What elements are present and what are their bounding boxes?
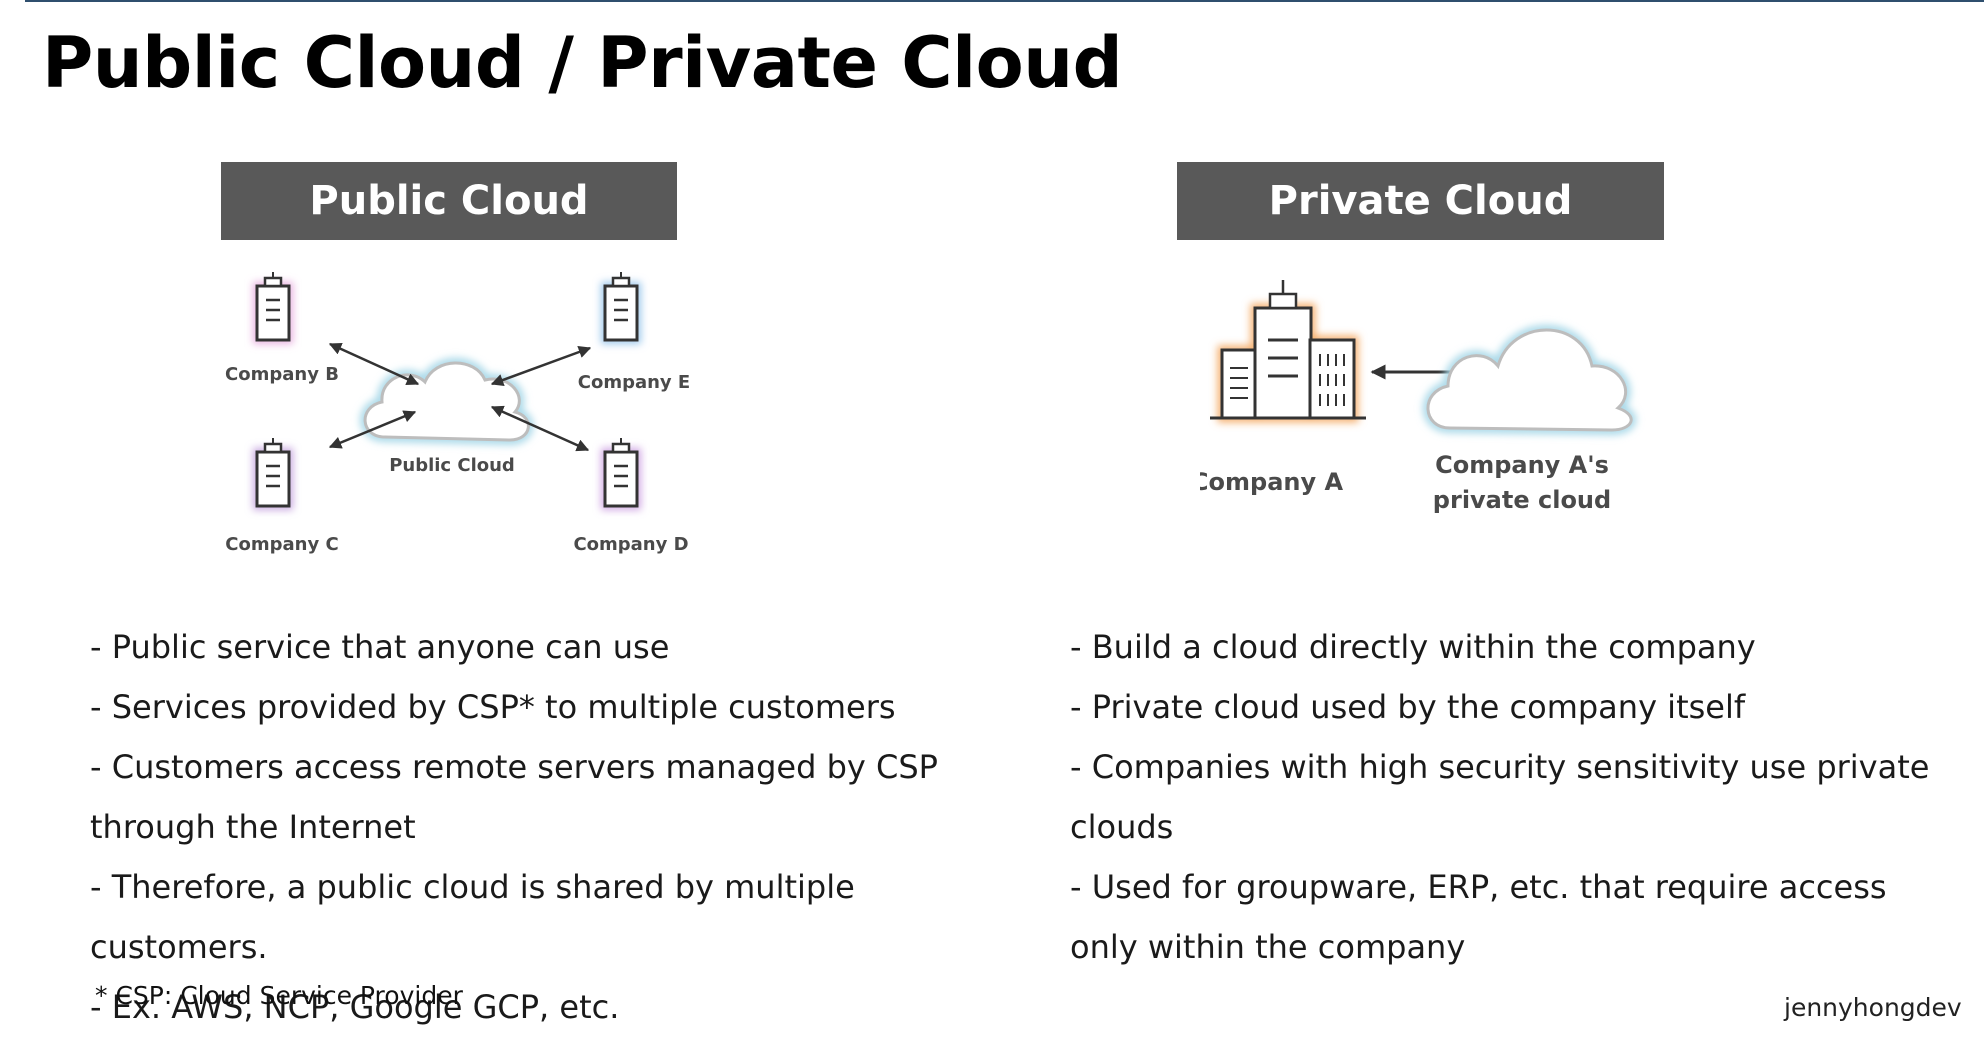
private-bullet-1: - Build a cloud directly within the comp… — [1070, 628, 1756, 666]
author-credit: jennyhongdev — [1784, 993, 1962, 1022]
private-cloud-icon — [1423, 325, 1637, 436]
top-rule — [25, 0, 1984, 2]
page-title: Public Cloud / Private Cloud — [42, 22, 1123, 104]
company-c-label: Company C — [225, 534, 338, 555]
building-icon-company-d — [601, 438, 641, 510]
public-cloud-diagram: Company B Company E Public Cloud Company… — [225, 272, 690, 555]
buildings-icon-company-a — [1210, 280, 1366, 423]
public-cloud-header: Public Cloud — [221, 162, 677, 240]
private-cloud-header: Private Cloud — [1177, 162, 1664, 240]
public-cloud-bullets: - Public service that anyone can use - S… — [90, 617, 1035, 1037]
company-b-label: Company B — [225, 364, 339, 385]
public-bullet-5: - Ex. AWS, NCP, Google GCP, etc. — [90, 988, 620, 1026]
public-bullet-1: - Public service that anyone can use — [90, 628, 670, 666]
private-bullet-4: - Used for groupware, ERP, etc. that req… — [1070, 868, 1887, 966]
public-bullet-2: - Services provided by CSP* to multiple … — [90, 688, 896, 726]
company-a-label: Company A — [1200, 468, 1343, 496]
public-cloud-label: Public Cloud — [389, 455, 515, 476]
public-bullet-4: - Therefore, a public cloud is shared by… — [90, 868, 855, 966]
public-cloud-icon — [360, 358, 534, 446]
building-icon-company-e — [601, 272, 641, 344]
private-cloud-label-line2: private cloud — [1433, 486, 1611, 514]
private-cloud-label-line1: Company A's — [1435, 451, 1609, 479]
csp-footnote: * CSP: Cloud Service Provider — [95, 981, 463, 1010]
private-bullet-3: - Companies with high security sensitivi… — [1070, 748, 1930, 846]
private-cloud-bullets: - Build a cloud directly within the comp… — [1070, 617, 1950, 977]
building-icon-company-b — [253, 272, 293, 344]
building-icon-company-c — [253, 438, 293, 510]
private-bullet-2: - Private cloud used by the company itse… — [1070, 688, 1746, 726]
public-bullet-3: - Customers access remote servers manage… — [90, 748, 938, 846]
company-d-label: Company D — [573, 534, 688, 555]
company-e-label: Company E — [578, 372, 690, 393]
private-cloud-diagram: Company A Company A's private cloud — [1200, 280, 1637, 514]
